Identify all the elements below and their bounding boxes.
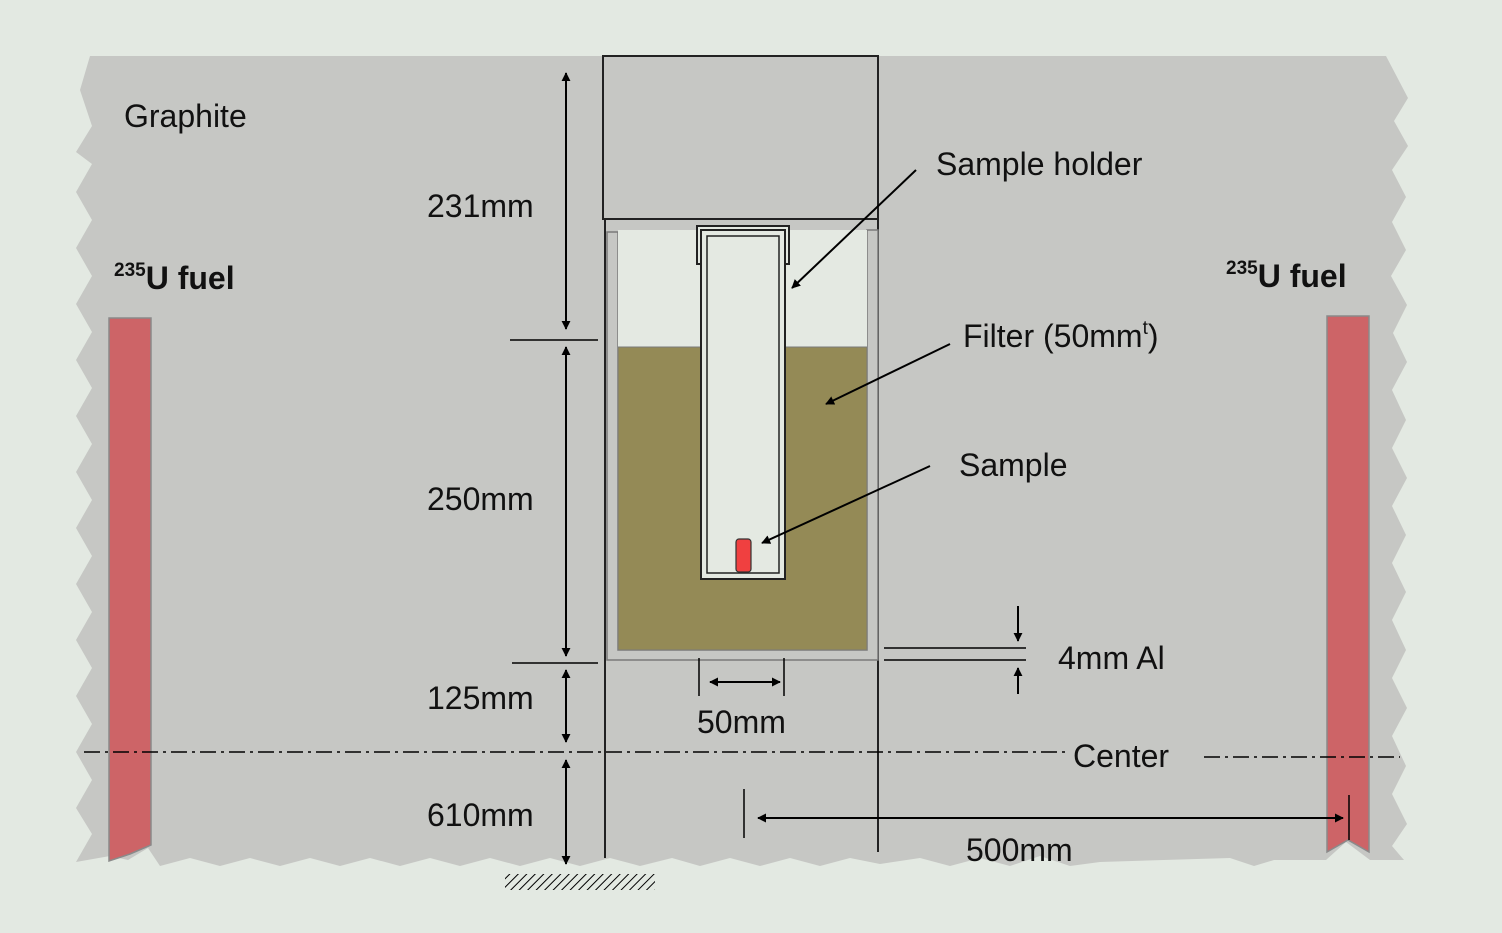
filter-label: Filter (50mmt): [963, 318, 1159, 354]
fuel-rod-left: [108, 317, 152, 863]
dim-250-label: 250mm: [427, 481, 534, 517]
filter-label-close: ): [1147, 318, 1159, 354]
sample-holder-leader: [791, 169, 917, 289]
dim-125-label: 125mm: [427, 680, 534, 716]
sample-holder-label: Sample holder: [936, 146, 1143, 182]
fuel-label-right-text: U fuel: [1257, 258, 1347, 294]
sample-holder: [700, 229, 786, 580]
dim-500-label: 500mm: [966, 832, 1073, 868]
sample-holder-inner: [706, 235, 780, 574]
graphite-label: Graphite: [124, 98, 247, 134]
center-label: Center: [1073, 738, 1170, 774]
sample: [735, 538, 752, 573]
fuel-label-right: 235U fuel: [1226, 258, 1347, 294]
dim-231-label: 231mm: [427, 188, 534, 224]
al-thickness-label: 4mm Al: [1058, 640, 1165, 676]
fuel-rod-right: [1326, 315, 1370, 854]
dim-610-label: 610mm: [427, 797, 534, 833]
ground-reference-hatch: [505, 874, 655, 890]
sample-leader: [761, 465, 931, 544]
dim-50-label: 50mm: [697, 704, 786, 740]
filter-label-text: Filter (50mm: [963, 318, 1143, 354]
filter-leader: [825, 343, 951, 405]
filter-label-sup: t: [1142, 318, 1148, 339]
fuel-label-left-isotope: 235: [114, 260, 146, 281]
fuel-label-right-isotope: 235: [1226, 258, 1258, 279]
sample-label: Sample: [959, 447, 1068, 483]
fuel-label-left: 235U fuel: [114, 260, 235, 296]
top-plug: [602, 55, 879, 220]
fuel-label-left-text: U fuel: [145, 260, 235, 296]
